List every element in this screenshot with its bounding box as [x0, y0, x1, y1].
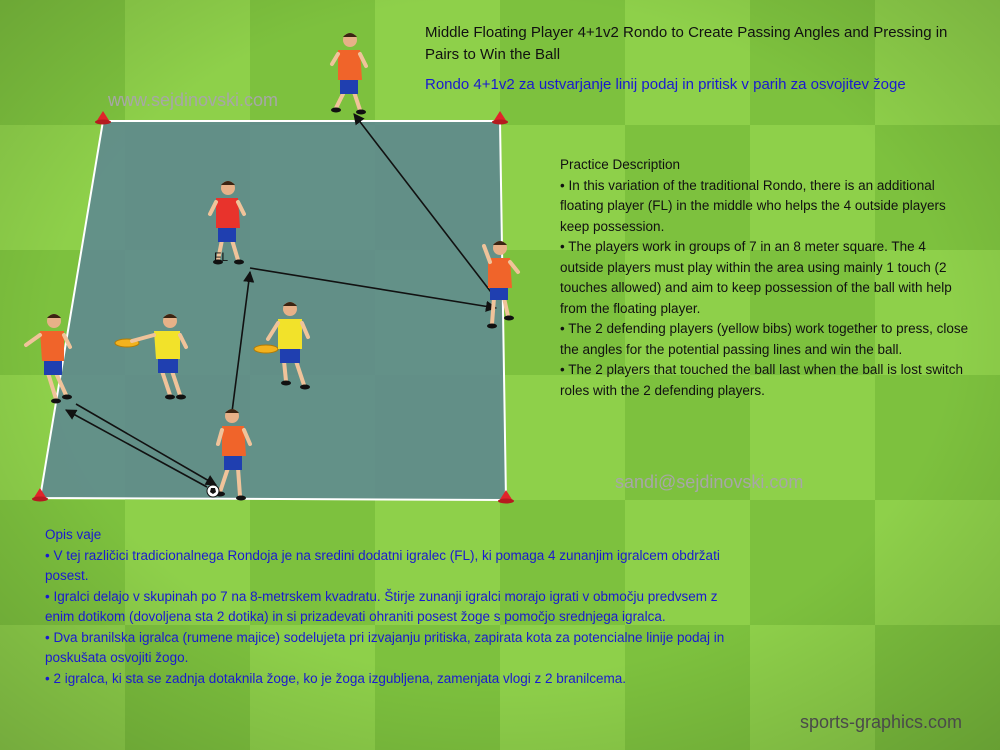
page-title: Middle Floating Player 4+1v2 Rondo to Cr…	[425, 24, 948, 63]
credit-text: sports-graphics.com	[800, 712, 963, 732]
description-bullet: • Igralci delajo v skupinah po 7 na 8-me…	[45, 588, 718, 625]
pass-arrow-icon	[65, 113, 498, 488]
ball-icon	[206, 484, 220, 498]
player-icon	[330, 33, 368, 115]
practice-square	[38, 120, 508, 502]
description-bullet: • In this variation of the traditional R…	[560, 177, 946, 234]
description-bullet: • Dva branilska igralca (rumene majice) …	[45, 629, 725, 666]
floating-player	[208, 181, 246, 265]
practice-description-sl: Opis vaje • V tej različici tradicionaln…	[45, 525, 725, 689]
description-bullet: • 2 igralca, ki sta se zadnja dotaknila …	[45, 670, 627, 686]
defender-player	[130, 314, 188, 400]
description-bullet: • The 2 players that touched the ball la…	[560, 362, 963, 398]
marker-disc-icon	[253, 344, 279, 354]
player-icon	[24, 314, 72, 404]
watermark-site: www.sejdinovski.com	[108, 90, 279, 110]
defender-player	[266, 302, 310, 390]
player-icon	[215, 409, 252, 501]
watermark-email: sandi@sejdinovski.com	[615, 472, 804, 492]
page-subtitle: Rondo 4+1v2 za ustvarjanje linij podaj i…	[425, 76, 906, 93]
player-icon	[482, 241, 520, 329]
description-bullet: • The 2 defending players (yellow bibs) …	[560, 321, 969, 357]
description-bullet: • The players work in groups of 7 in an …	[560, 239, 952, 316]
description-bullet: • V tej različici tradicionalnega Rondoj…	[45, 547, 720, 584]
floating-player-label: FL	[214, 250, 229, 264]
description-heading: Opis vaje	[45, 527, 102, 542]
practice-description-en: Practice Description • In this variation…	[560, 155, 970, 401]
description-heading: Practice Description	[560, 157, 681, 172]
